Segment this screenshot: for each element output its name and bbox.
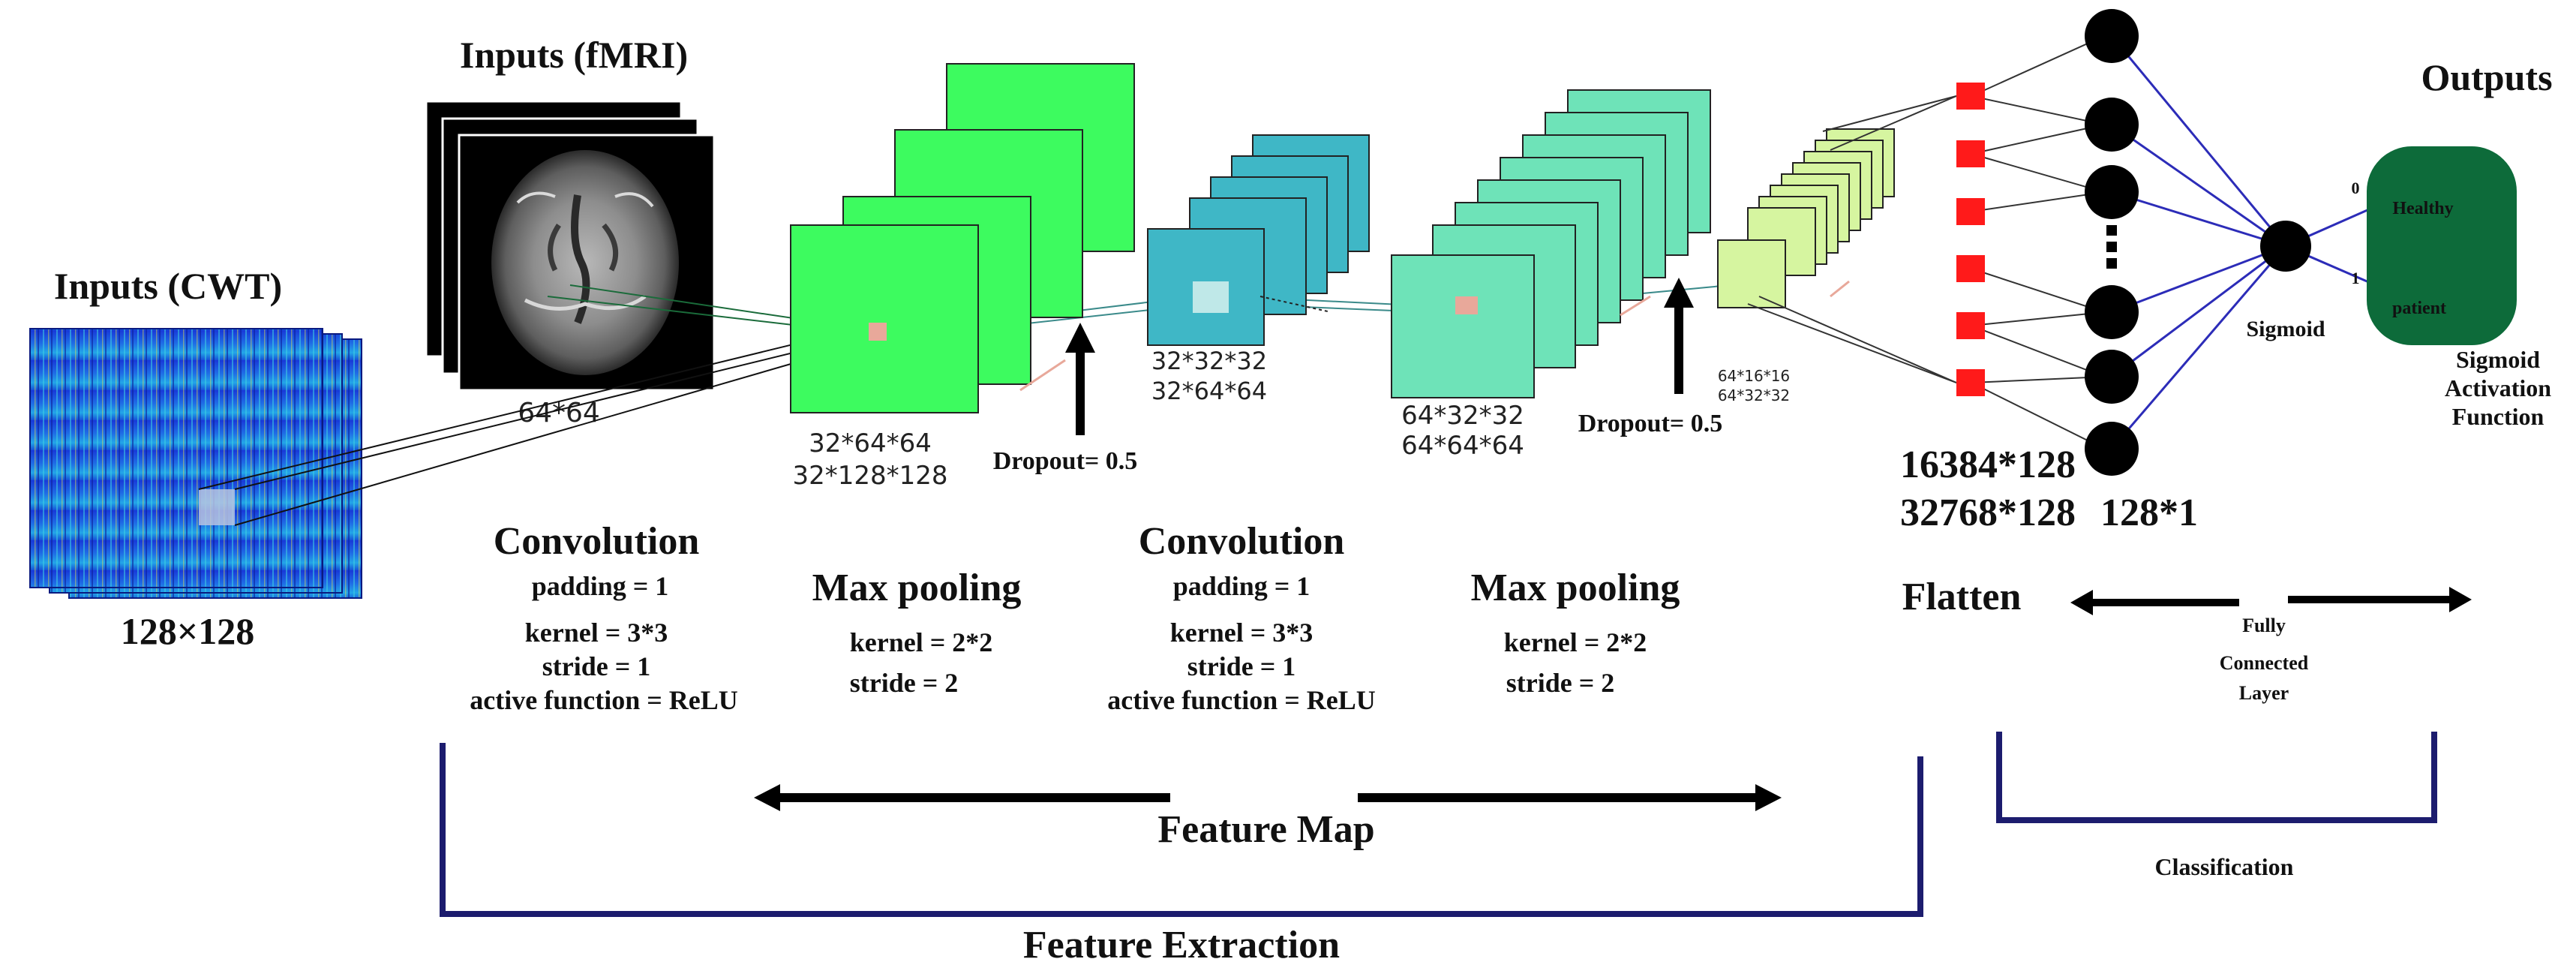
sigmoid-label: Sigmoid	[2246, 317, 2325, 341]
fc-neuron	[2085, 9, 2139, 63]
activation-line-1: Sigmoid	[2456, 346, 2540, 373]
pool2-dim-1: 64*16*16	[1718, 367, 1790, 385]
conv1-feature-maps	[790, 63, 1135, 413]
pool1-title: Max pooling	[812, 567, 1022, 609]
conv2-param-3: stride = 1	[1187, 651, 1296, 681]
flatten-label: Flatten	[1902, 576, 2022, 618]
output-classes-box	[2367, 146, 2517, 345]
pool2-param-2: stride = 2	[1506, 668, 1615, 698]
feature-map-arrows: Feature Map	[754, 784, 1782, 851]
flatten-units	[1956, 83, 1985, 396]
feature-extraction-bracket: Feature Extraction	[440, 743, 1923, 966]
pool2-param-1: kernel = 2*2	[1504, 627, 1647, 657]
pool1-dim-2: 32*64*64	[1151, 377, 1267, 405]
classification-label: Classification	[2155, 853, 2294, 880]
flatten-unit	[1956, 255, 1985, 282]
ellipsis-dots	[2106, 258, 2117, 269]
conv1-dim-1: 32*64*64	[809, 428, 932, 458]
ellipsis-dots	[2106, 242, 2117, 252]
inputs-fmri: Inputs (fMRI) 64*64	[425, 34, 716, 428]
conv2-dim-2: 64*64*64	[1401, 431, 1524, 461]
fc-neurons	[2085, 9, 2139, 476]
feature-extraction-label: Feature Extraction	[1023, 924, 1340, 966]
activation-line-3: Function	[2452, 403, 2544, 430]
pool1-dim-1: 32*32*32	[1151, 347, 1267, 375]
conv2-param-4: active function = ReLU	[1107, 685, 1375, 715]
cwt-kernel-highlight	[199, 489, 235, 525]
fc-size: 128*1	[2100, 492, 2198, 534]
inputs-fmri-title: Inputs (fMRI)	[460, 34, 688, 76]
conv1-description: Convolution padding = 1 kernel = 3*3 str…	[470, 520, 737, 715]
pool2-title: Max pooling	[1471, 567, 1680, 609]
conv2-param-2: kernel = 3*3	[1170, 618, 1314, 648]
output-class-0: Healthy	[2392, 199, 2453, 218]
output-index-0: 0	[2352, 179, 2360, 197]
inputs-cwt-size: 128×128	[121, 610, 255, 652]
feature-map-label: Feature Map	[1157, 808, 1374, 851]
fmri-slice-stack	[425, 100, 716, 392]
conv2-description: Convolution padding = 1 kernel = 3*3 str…	[1107, 520, 1375, 715]
inputs-cwt: Inputs (CWT) 128×128	[29, 265, 362, 652]
classification-bracket: Classification	[1996, 732, 2437, 880]
activation-line-2: Activation	[2445, 374, 2551, 401]
dropout-2-label: Dropout= 0.5	[1578, 410, 1723, 437]
conv2-kernel-highlight	[1455, 296, 1478, 314]
dropout-1: Dropout= 0.5	[993, 323, 1138, 475]
conv2-param-1: padding = 1	[1173, 571, 1311, 601]
cwt-spectrogram-stack	[29, 328, 362, 599]
conv1-dim-2: 32*128*128	[792, 461, 947, 491]
fc-label-line-1: Fully	[2242, 615, 2286, 636]
output-class-1: patient	[2392, 299, 2446, 318]
flatten-connections	[1747, 35, 2105, 449]
conv1-param-4: active function = ReLU	[470, 685, 737, 715]
inputs-cwt-title: Inputs (CWT)	[54, 265, 282, 307]
pool1-param-2: stride = 2	[850, 668, 959, 698]
fc-label-line-2: Connected	[2220, 652, 2309, 674]
pool1-param-1: kernel = 2*2	[850, 627, 993, 657]
flatten-dim-1: 16384*128	[1900, 443, 2076, 486]
flatten-unit	[1956, 140, 1985, 167]
fc-to-sigmoid-connections	[2110, 35, 2394, 449]
pool2-description: Max pooling kernel = 2*2 stride = 2	[1471, 567, 1680, 698]
pool1-description: Max pooling kernel = 2*2 stride = 2	[812, 567, 1022, 698]
fc-neuron	[2085, 422, 2139, 476]
flatten-dim-2: 32768*128	[1900, 492, 2076, 534]
flatten-arrow-section: Flatten Fully Connected Layer	[1902, 576, 2472, 704]
conv1-kernel-highlight	[869, 323, 887, 341]
fc-neuron	[2085, 165, 2139, 219]
conv2-dim-1: 64*32*32	[1401, 401, 1524, 431]
conv1-param-1: padding = 1	[532, 571, 669, 601]
conv1-param-3: stride = 1	[542, 651, 651, 681]
pool2-dim-2: 64*32*32	[1718, 386, 1790, 404]
flatten-unit	[1956, 369, 1985, 396]
output-index-1: 1	[2352, 269, 2360, 287]
conv1-param-2: kernel = 3*3	[525, 618, 668, 648]
pool1-kernel-highlight	[1193, 281, 1229, 313]
outputs-title: Outputs	[2421, 56, 2552, 98]
flatten-unit	[1956, 198, 1985, 225]
fc-label-line-3: Layer	[2239, 682, 2289, 704]
flatten-unit	[1956, 312, 1985, 339]
fc-neuron	[2085, 350, 2139, 404]
conv2-title: Convolution	[1139, 520, 1345, 563]
pool1-feature-maps	[1147, 134, 1370, 346]
ellipsis-dots	[2106, 225, 2117, 236]
conv1-title: Convolution	[494, 520, 700, 563]
sigmoid-neuron	[2260, 221, 2311, 272]
pool2-feature-maps	[1717, 128, 1895, 308]
conv2-feature-maps	[1391, 89, 1711, 398]
fc-neuron	[2085, 98, 2139, 152]
flatten-unit	[1956, 83, 1985, 110]
dropout-1-label: Dropout= 0.5	[993, 447, 1138, 475]
fc-neuron	[2085, 285, 2139, 339]
dropout-2: Dropout= 0.5	[1578, 278, 1723, 437]
